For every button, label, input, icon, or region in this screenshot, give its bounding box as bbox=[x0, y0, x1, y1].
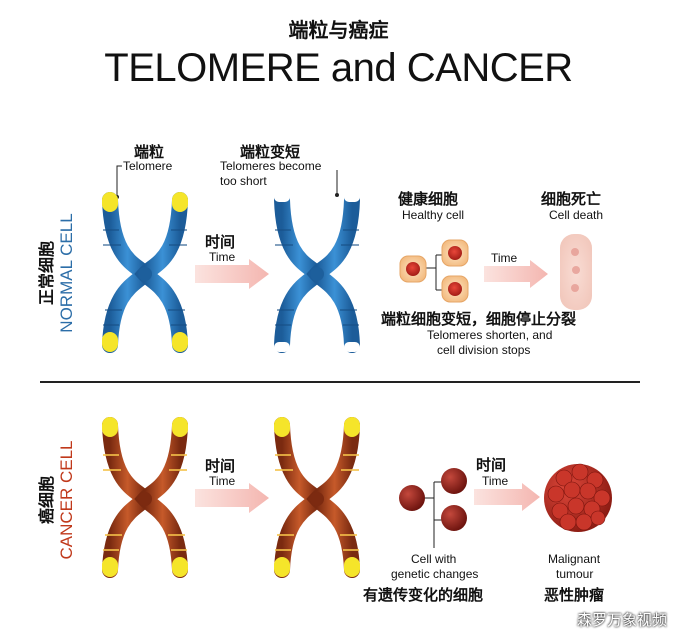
healthy-cell-label-en: Healthy cell bbox=[402, 208, 465, 222]
cancer-cells-icon bbox=[399, 468, 467, 548]
short-telomere-label-en-1: Telomeres become bbox=[220, 159, 322, 173]
title-chinese: 端粒与癌症 bbox=[288, 18, 389, 42]
section-divider bbox=[40, 381, 640, 383]
time-label-cn-4: 时间 bbox=[476, 456, 507, 474]
time-label-en-3: Time bbox=[209, 474, 236, 488]
telomere-label-en: Telomere bbox=[123, 159, 173, 173]
genetic-change-label-en-2: genetic changes bbox=[391, 567, 479, 581]
cancer-chromosome-1 bbox=[102, 417, 188, 578]
time-label-cn-3: 时间 bbox=[205, 457, 236, 475]
time-label-en-1: Time bbox=[209, 250, 236, 264]
time-label-en-2: Time bbox=[491, 251, 518, 265]
division-stops-label-en-1: Telomeres shorten, and bbox=[427, 328, 553, 342]
cell-death-label-en: Cell death bbox=[549, 208, 604, 222]
telomere-label-cn: 端粒 bbox=[134, 143, 165, 161]
normal-chromosome-long-telomeres bbox=[102, 192, 188, 353]
healthy-cell-label-cn: 健康细胞 bbox=[398, 190, 459, 208]
time-label-cn-1: 时间 bbox=[205, 233, 236, 251]
malignant-label-en-1: Malignant bbox=[548, 552, 601, 566]
division-stops-label-en-2: cell division stops bbox=[437, 343, 531, 357]
short-telomere-label-cn: 端粒变短 bbox=[240, 143, 301, 161]
cancer-cell-side-label: 癌细胞 CANCER CELL bbox=[33, 435, 76, 565]
title-english: TELOMERE and CANCER bbox=[104, 46, 573, 90]
time-label-en-4: Time bbox=[482, 474, 509, 488]
normal-chromosome-short-telomeres bbox=[274, 192, 360, 353]
time-arrow-2 bbox=[484, 260, 548, 288]
genetic-change-label-cn: 有遗传变化的细胞 bbox=[363, 586, 484, 604]
cell-death-label-cn: 细胞死亡 bbox=[541, 190, 602, 208]
time-arrow-4 bbox=[474, 483, 540, 511]
malignant-label-en-2: tumour bbox=[556, 567, 594, 581]
time-arrow-3 bbox=[195, 483, 269, 513]
healthy-cells-icon bbox=[399, 239, 469, 303]
cancer-chromosome-2 bbox=[274, 417, 360, 578]
malignant-tumour-icon bbox=[544, 463, 612, 532]
short-telomere-label-en-2: too short bbox=[220, 174, 267, 188]
watermark-text: 森罗万象视频 bbox=[576, 611, 667, 629]
cancer-cell-label-cn: 癌细胞 bbox=[37, 476, 56, 525]
time-arrow-1 bbox=[195, 259, 269, 289]
malignant-label-cn: 恶性肿瘤 bbox=[544, 586, 605, 604]
division-stops-label-cn: 端粒细胞变短，细胞停止分裂 bbox=[381, 310, 577, 328]
genetic-change-label-en-1: Cell with bbox=[411, 552, 457, 566]
dead-cells-icon bbox=[560, 234, 592, 310]
cancer-cell-label-en: CANCER CELL bbox=[57, 440, 76, 560]
